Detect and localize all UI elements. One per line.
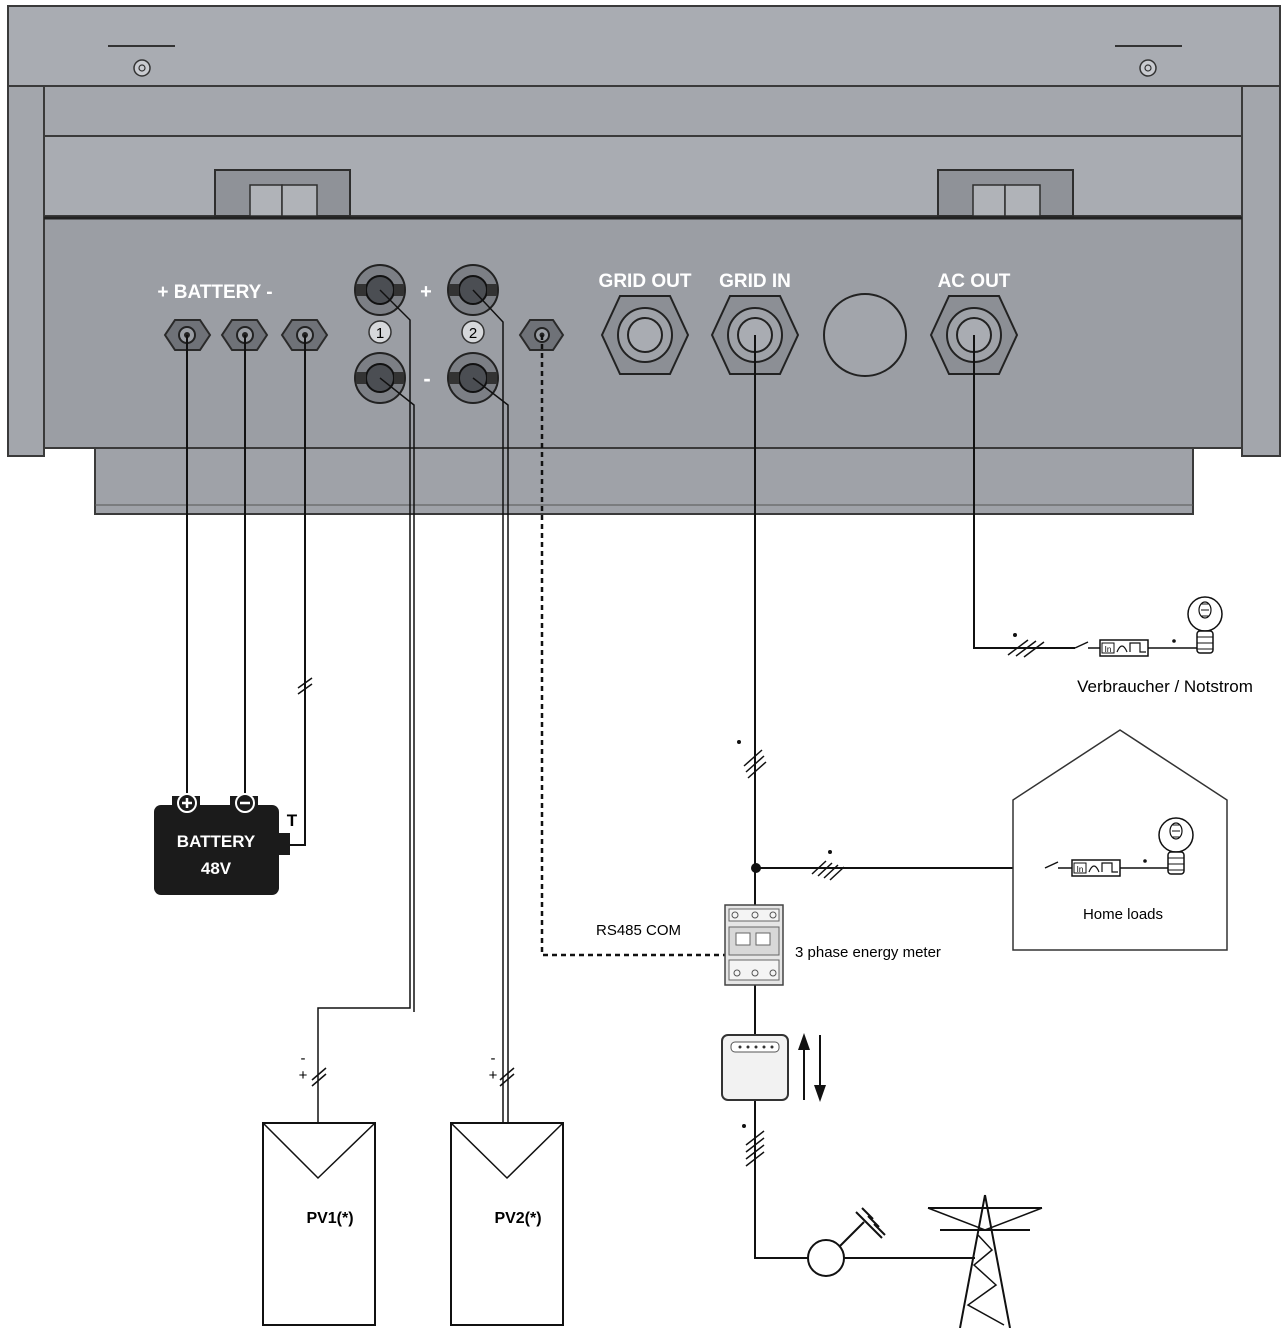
ac-out-wire (973, 335, 1075, 649)
grid-in-label: GRID IN (719, 271, 791, 292)
battery-temp-wire (285, 335, 306, 846)
backup-loads-label: Verbraucher / Notstrom (1077, 677, 1253, 696)
battery-icon (154, 793, 290, 895)
backup-breaker-icon: In (1074, 639, 1205, 657)
screw-icon (133, 59, 151, 77)
inverter-housing (7, 5, 1281, 515)
pv1-panel (262, 1122, 376, 1326)
arrow-up-icon (798, 1033, 810, 1100)
utility-phase-marker (742, 1124, 765, 1167)
grid-out-label: GRID OUT (599, 271, 692, 292)
energy-meter[interactable] (724, 904, 784, 986)
home-loads-label: Home loads (1083, 906, 1163, 923)
pv2-label: PV2(*) (494, 1210, 541, 1227)
svg-text:-: - (301, 1050, 306, 1067)
pv-plus-label: + (420, 281, 432, 303)
svg-text:In: In (1077, 865, 1084, 874)
pv-minus-label: - (423, 366, 430, 391)
pv2-cable (472, 289, 504, 1125)
transformer-icon (807, 1207, 975, 1277)
battery-temp-label: T (287, 811, 298, 830)
energy-meter-label: 3 phase energy meter (795, 944, 941, 961)
battery-voltage: 48V (201, 859, 232, 878)
svg-text:+: + (299, 1067, 308, 1084)
pylon-icon (927, 1194, 1043, 1328)
utility-meter-icon (721, 1034, 789, 1101)
pv2-panel (450, 1122, 564, 1326)
arrow-down-icon (814, 1035, 826, 1102)
rs485-label: RS485 COM (596, 922, 681, 939)
home-breaker-icon: In (1044, 859, 1175, 877)
svg-text:1: 1 (376, 325, 384, 342)
pv1-label: PV1(*) (306, 1210, 353, 1227)
battery-port-label: + BATTERY - (157, 282, 272, 303)
screw-icon (1139, 59, 1157, 77)
blank-gland (823, 293, 907, 377)
svg-text:In: In (1105, 645, 1112, 654)
svg-text:+: + (489, 1067, 498, 1084)
grid-phase-marker (737, 740, 767, 779)
pv2-dc-marker: - + (489, 1050, 515, 1087)
house-icon (1012, 729, 1228, 951)
battery-title: BATTERY (177, 832, 256, 851)
svg-text:2: 2 (469, 325, 477, 342)
svg-text:-: - (491, 1050, 496, 1067)
pv-input-2-marker: 2 (461, 320, 485, 344)
pv-input-1-marker: 1 (368, 320, 392, 344)
pv1-cable (317, 289, 411, 1125)
bulb-icon (1187, 596, 1223, 654)
grid-out-gland[interactable] (600, 295, 690, 375)
rs485-cable (540, 335, 725, 957)
pv1-dc-marker: - + (299, 1050, 327, 1087)
bulb-icon (1158, 817, 1194, 875)
ac-out-label: AC OUT (938, 271, 1011, 292)
